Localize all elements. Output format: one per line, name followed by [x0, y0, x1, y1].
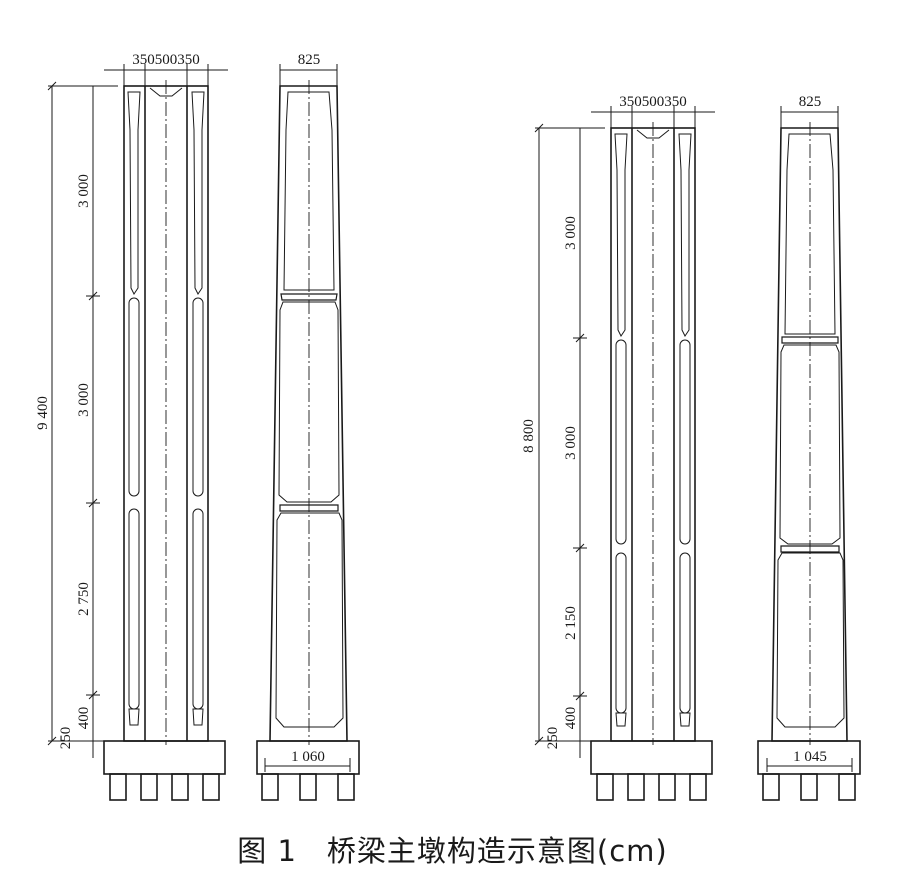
- pier-right: 8 800 3 000 3 000 2 150 400 250 35050035…: [521, 94, 861, 801]
- pier-right-segment-2: 3 000: [563, 426, 579, 460]
- pier-right-base-width: 1 045: [793, 749, 827, 765]
- pier-left: 9 400 3 000 3 000 2 750 400 250 35050035…: [35, 52, 360, 801]
- pier-left-top-widths: 350500350: [132, 52, 200, 68]
- pier-right-side-elevation: [757, 122, 861, 801]
- pier-right-segment-3: 2 150: [563, 606, 579, 640]
- pier-right-total-height: 8 800: [521, 419, 537, 453]
- pier-structure-drawing: 9 400 3 000 3 000 2 750 400 250 35050035…: [35, 52, 861, 801]
- pier-right-top-widths: 350500350: [619, 94, 687, 110]
- pier-right-side-top-width: 825: [799, 94, 822, 110]
- pier-left-segment-1: 3 000: [76, 174, 92, 208]
- pier-left-segment-4: 400: [76, 707, 92, 730]
- pier-left-front-elevation: [103, 80, 226, 801]
- pier-left-segment-5: 250: [58, 727, 74, 750]
- pier-right-segment-4: 400: [563, 707, 579, 730]
- pier-left-total-height: 9 400: [35, 396, 51, 430]
- pier-left-segment-3: 2 750: [76, 582, 92, 616]
- pier-left-base-width: 1 060: [291, 749, 325, 765]
- figure-caption: 图 1 桥梁主墩构造示意图(cm): [237, 834, 668, 868]
- pier-right-dimensions: [534, 106, 853, 772]
- pier-left-dimensions: [47, 64, 351, 772]
- pier-right-front-elevation: [590, 122, 713, 801]
- pier-right-segment-1: 3 000: [563, 216, 579, 250]
- pier-left-segment-2: 3 000: [76, 383, 92, 417]
- pier-left-side-elevation: [256, 80, 360, 801]
- pier-left-side-top-width: 825: [298, 52, 321, 68]
- pier-right-segment-5: 250: [545, 727, 561, 750]
